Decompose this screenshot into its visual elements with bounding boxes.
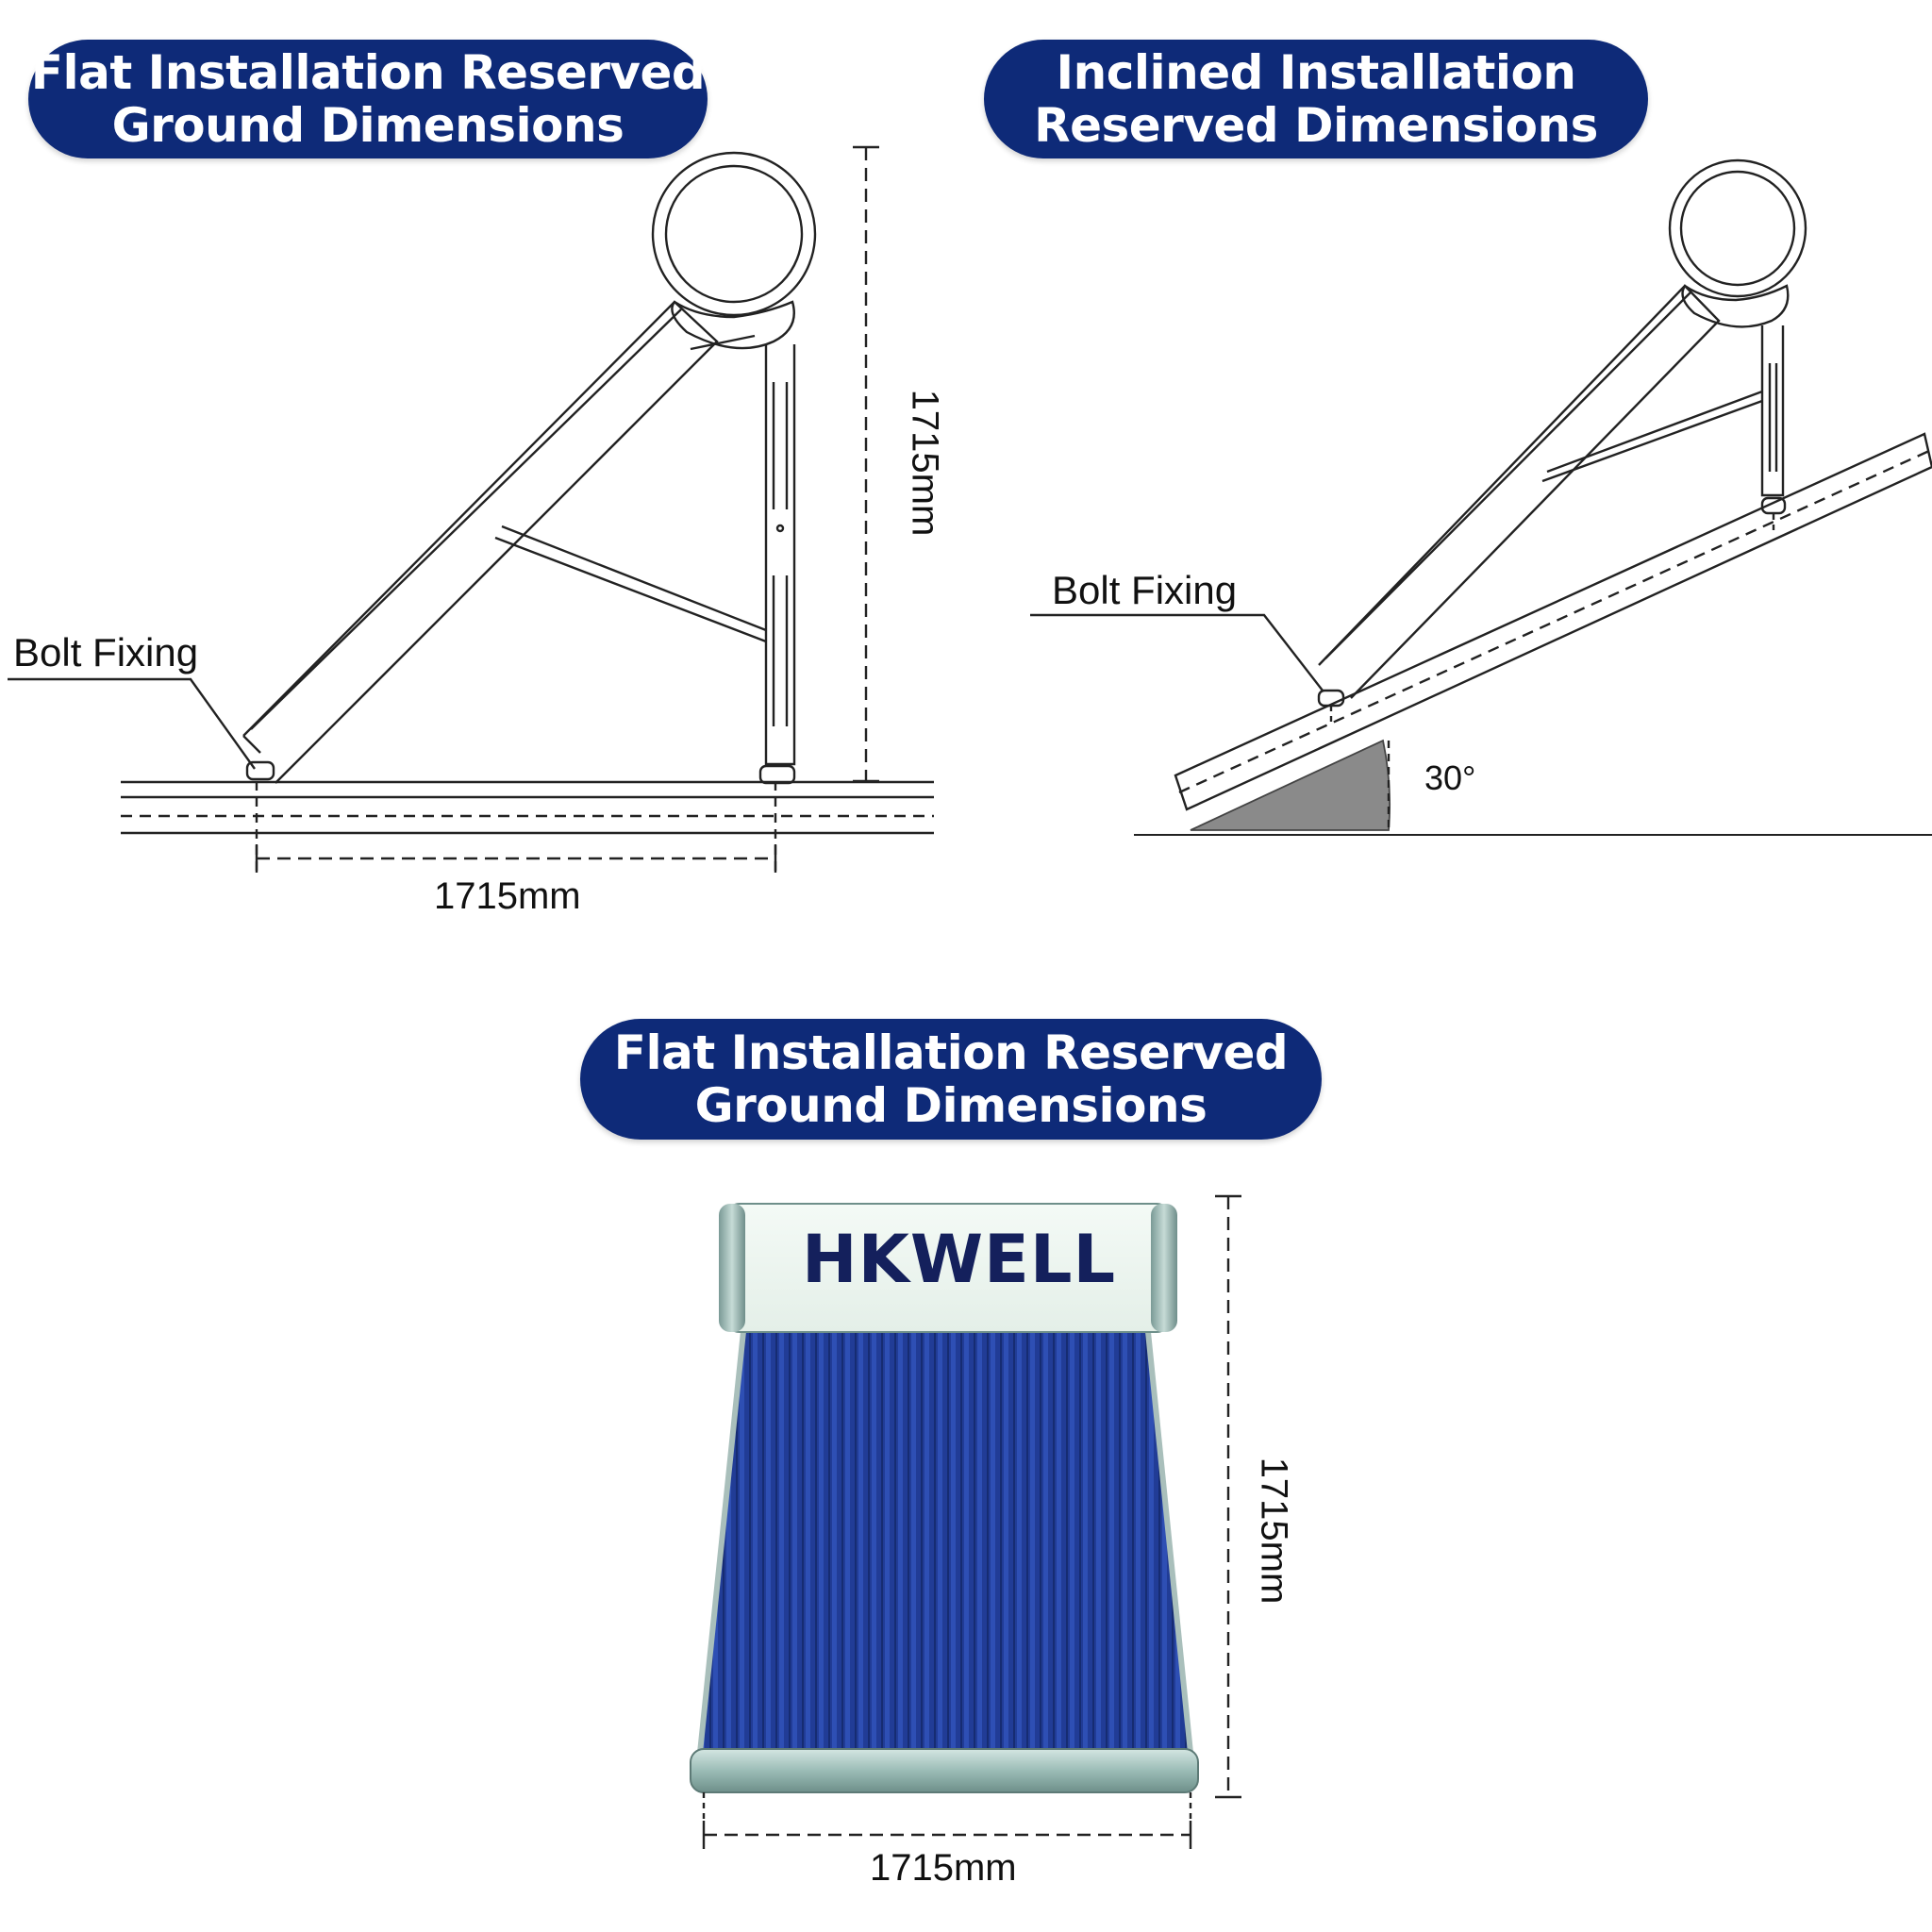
title-line-2: Ground Dimensions (111, 98, 625, 153)
width-dimension-label: 1715mm (434, 875, 581, 917)
angle-label: 30° (1424, 758, 1476, 797)
solar-heater-product (690, 1194, 1241, 1849)
tank-circle (651, 151, 817, 317)
brand-logo: HKWELL (802, 1221, 1117, 1298)
inclined-roof (1174, 432, 1932, 811)
inclined-installation-drawing (1030, 158, 1932, 836)
title-flat-installation-bottom: Flat Installation Reserved Ground Dimens… (580, 1019, 1322, 1140)
title-flat-installation-top: Flat Installation Reserved Ground Dimens… (28, 40, 708, 158)
title-line-2: Reserved Dimensions (1034, 98, 1598, 153)
title-inclined-installation: Inclined Installation Reserved Dimension… (984, 40, 1648, 158)
height-dimension-label: 1715mm (904, 389, 946, 537)
title-line-1: Flat Installation Reserved (30, 45, 706, 100)
flat-installation-drawing (8, 145, 934, 873)
tank-end-cap-left (719, 1204, 745, 1332)
cross-brace (1541, 399, 1763, 483)
rear-leg (1760, 325, 1785, 497)
height-dimension-label: 1715mm (1253, 1457, 1295, 1605)
title-line-1: Inclined Installation (1056, 45, 1576, 100)
tank-end-cap-right (1151, 1204, 1177, 1332)
collector-tube (1318, 284, 1721, 699)
collector-panel (698, 1311, 1192, 1755)
title-line-1: Flat Installation Reserved (613, 1025, 1289, 1080)
bolt-fixing-label: Bolt Fixing (1052, 568, 1238, 612)
rear-leg (764, 344, 796, 766)
bolt-fixing-label: Bolt Fixing (13, 630, 199, 675)
cross-brace (494, 536, 767, 643)
bottom-rail (690, 1748, 1199, 1793)
title-line-2: Ground Dimensions (694, 1078, 1208, 1133)
width-dimension-label: 1715mm (870, 1847, 1017, 1889)
tank-circle (1668, 158, 1807, 298)
collector-tube (242, 300, 719, 784)
